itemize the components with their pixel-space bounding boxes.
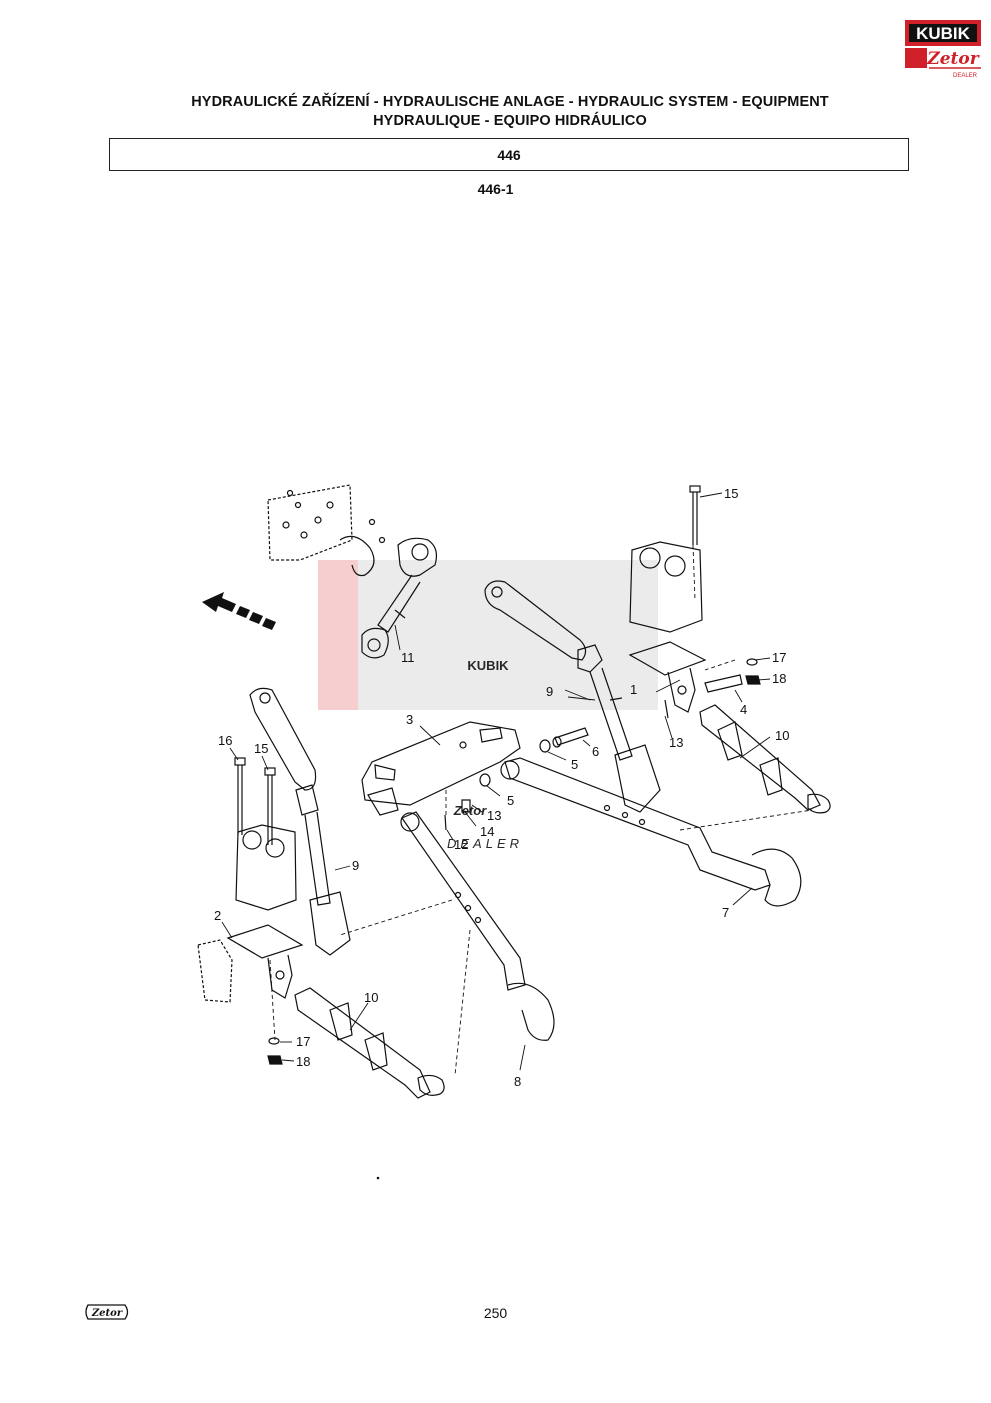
callout-13-right: 13 — [669, 735, 683, 750]
callout-7: 7 — [722, 905, 729, 920]
footer-logo-text: Zetor — [91, 1308, 123, 1319]
callout-12: 12 — [454, 837, 468, 852]
callout-16: 16 — [218, 733, 232, 748]
callout-13-left: 13 — [487, 808, 501, 823]
washer-nut-17-18-left — [267, 1037, 283, 1065]
callout-10-left: 10 — [364, 990, 378, 1005]
lifting-rod-left-part-9 — [295, 784, 351, 956]
callout-8: 8 — [514, 1074, 521, 1089]
lower-link-right-part-7 — [500, 757, 802, 907]
check-chain-right-part-10 — [699, 704, 831, 814]
housing-left-outline — [197, 939, 233, 1003]
callout-6: 6 — [592, 744, 599, 759]
callout-10-right: 10 — [775, 728, 789, 743]
bracket-right-part-1 — [628, 541, 707, 713]
callout-17-right: 17 — [772, 650, 786, 665]
callout-11: 11 — [401, 650, 415, 665]
callout-17-left: 17 — [296, 1034, 310, 1049]
washer-part-5 — [479, 739, 551, 787]
title-line-1: HYDRAULICKÉ ZAŘÍZENÍ - HYDRAULISCHE ANLA… — [191, 94, 829, 110]
callout-14: 14 — [480, 824, 494, 839]
lift-arm-right — [484, 580, 587, 661]
pin-part-4 — [704, 674, 743, 693]
callout-4: 4 — [740, 702, 747, 717]
bolt-part-15-right — [689, 485, 701, 545]
mounting-plate-upper — [267, 484, 386, 577]
zetor-footer-logo: Zetor — [85, 1304, 129, 1320]
callout-leaders — [221, 492, 771, 1071]
callout-9-right: 9 — [546, 684, 553, 699]
assembly-guide-lines — [269, 544, 813, 1076]
watermark-kubik: KUBIK — [467, 658, 509, 673]
bolt-part-15-16-left — [234, 757, 276, 845]
callout-15-left: 15 — [254, 741, 268, 756]
lifting-rod-right-part-9 — [577, 644, 661, 813]
cross-plate-part-3 — [361, 721, 521, 816]
stray-dot — [376, 1176, 380, 1180]
direction-arrow-icon — [202, 592, 276, 630]
pin-part-12 — [444, 814, 447, 831]
callout-1: 1 — [630, 682, 637, 697]
logo-dealer-text: DEALER — [953, 73, 978, 79]
callout-numbers: 15 17 18 1 4 9 11 13 10 3 6 5 5 13 14 12… — [214, 486, 789, 1089]
watermark-dealer: DEALER — [447, 836, 523, 851]
washer-nut-17-18-right — [745, 658, 761, 685]
page-number: 250 — [483, 1305, 508, 1321]
callout-9-left: 9 — [352, 858, 359, 873]
bolt-part-14 — [461, 799, 471, 813]
lower-link-left-part-8 — [400, 811, 555, 1041]
figure-number: 446-1 — [477, 181, 514, 197]
group-number: 446 — [497, 146, 521, 163]
group-number-box: 446 — [109, 138, 909, 171]
callout-2: 2 — [214, 908, 221, 923]
logo-kubik-text: KUBIK — [916, 24, 971, 43]
callout-15-right: 15 — [724, 486, 738, 501]
callout-3: 3 — [406, 712, 413, 727]
bracket-left-part-2 — [226, 824, 304, 999]
callout-5-right: 5 — [571, 757, 578, 772]
pin-part-13-right — [664, 699, 669, 719]
callout-18-left: 18 — [296, 1054, 310, 1069]
pin-part-6 — [552, 727, 589, 748]
callout-5-left: 5 — [507, 793, 514, 808]
callout-18-right: 18 — [772, 671, 786, 686]
check-chain-left-part-10 — [294, 987, 445, 1099]
kubik-zetor-logo: KUBIK Zetor DEALER — [905, 20, 981, 79]
lift-arm-left — [249, 687, 317, 791]
top-link-part-11 — [361, 537, 438, 659]
title-line-2: HYDRAULIQUE - EQUIPO HIDRÁULICO — [373, 113, 647, 129]
logo-zetor-text: Zetor — [926, 49, 979, 69]
page-title: HYDRAULICKÉ ZAŘÍZENÍ - HYDRAULISCHE ANLA… — [110, 93, 910, 131]
